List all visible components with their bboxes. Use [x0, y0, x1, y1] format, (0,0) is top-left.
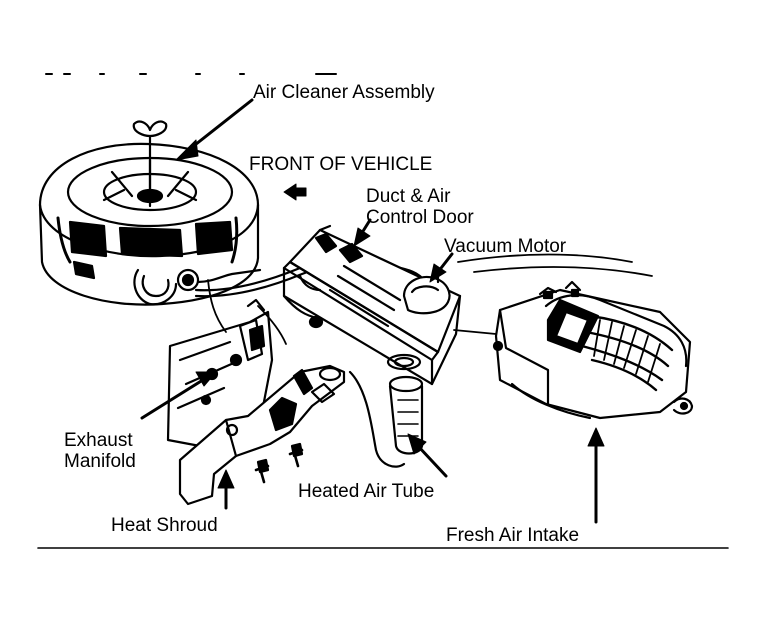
label-exhaust-line-1: Exhaust [64, 430, 133, 451]
label-vacuum-motor: Vacuum Motor [444, 236, 567, 257]
heat-shroud-drawing [178, 364, 346, 506]
label-exhaust-manifold: Exhaust Manifold [64, 430, 136, 472]
label-exhaust-line-2: Manifold [64, 451, 136, 472]
label-heated-air-tube: Heated Air Tube [298, 481, 435, 502]
fresh-air-intake-drawing [492, 280, 694, 420]
label-duct-line-1: Duct & Air [366, 186, 451, 207]
label-heat-shroud: Heat Shroud [111, 515, 218, 536]
heated-air-tube-drawing [348, 353, 424, 468]
label-duct-line-2: Control Door [366, 207, 474, 228]
front-arrow-icon [283, 183, 307, 201]
background-lines [207, 253, 653, 345]
label-air-cleaner-assembly: Air Cleaner Assembly [253, 82, 435, 103]
label-front-of-vehicle: FRONT OF VEHICLE [249, 154, 433, 175]
label-duct-air-control-door: Duct & Air Control Door [366, 186, 474, 228]
label-fresh-air-intake: Fresh Air Intake [446, 525, 580, 546]
exhaust-manifold-drawing [166, 298, 274, 448]
leader-arrows [140, 98, 605, 524]
air-cleaner-assembly-drawing [38, 120, 262, 306]
duct-air-control-door-drawing [282, 224, 462, 386]
